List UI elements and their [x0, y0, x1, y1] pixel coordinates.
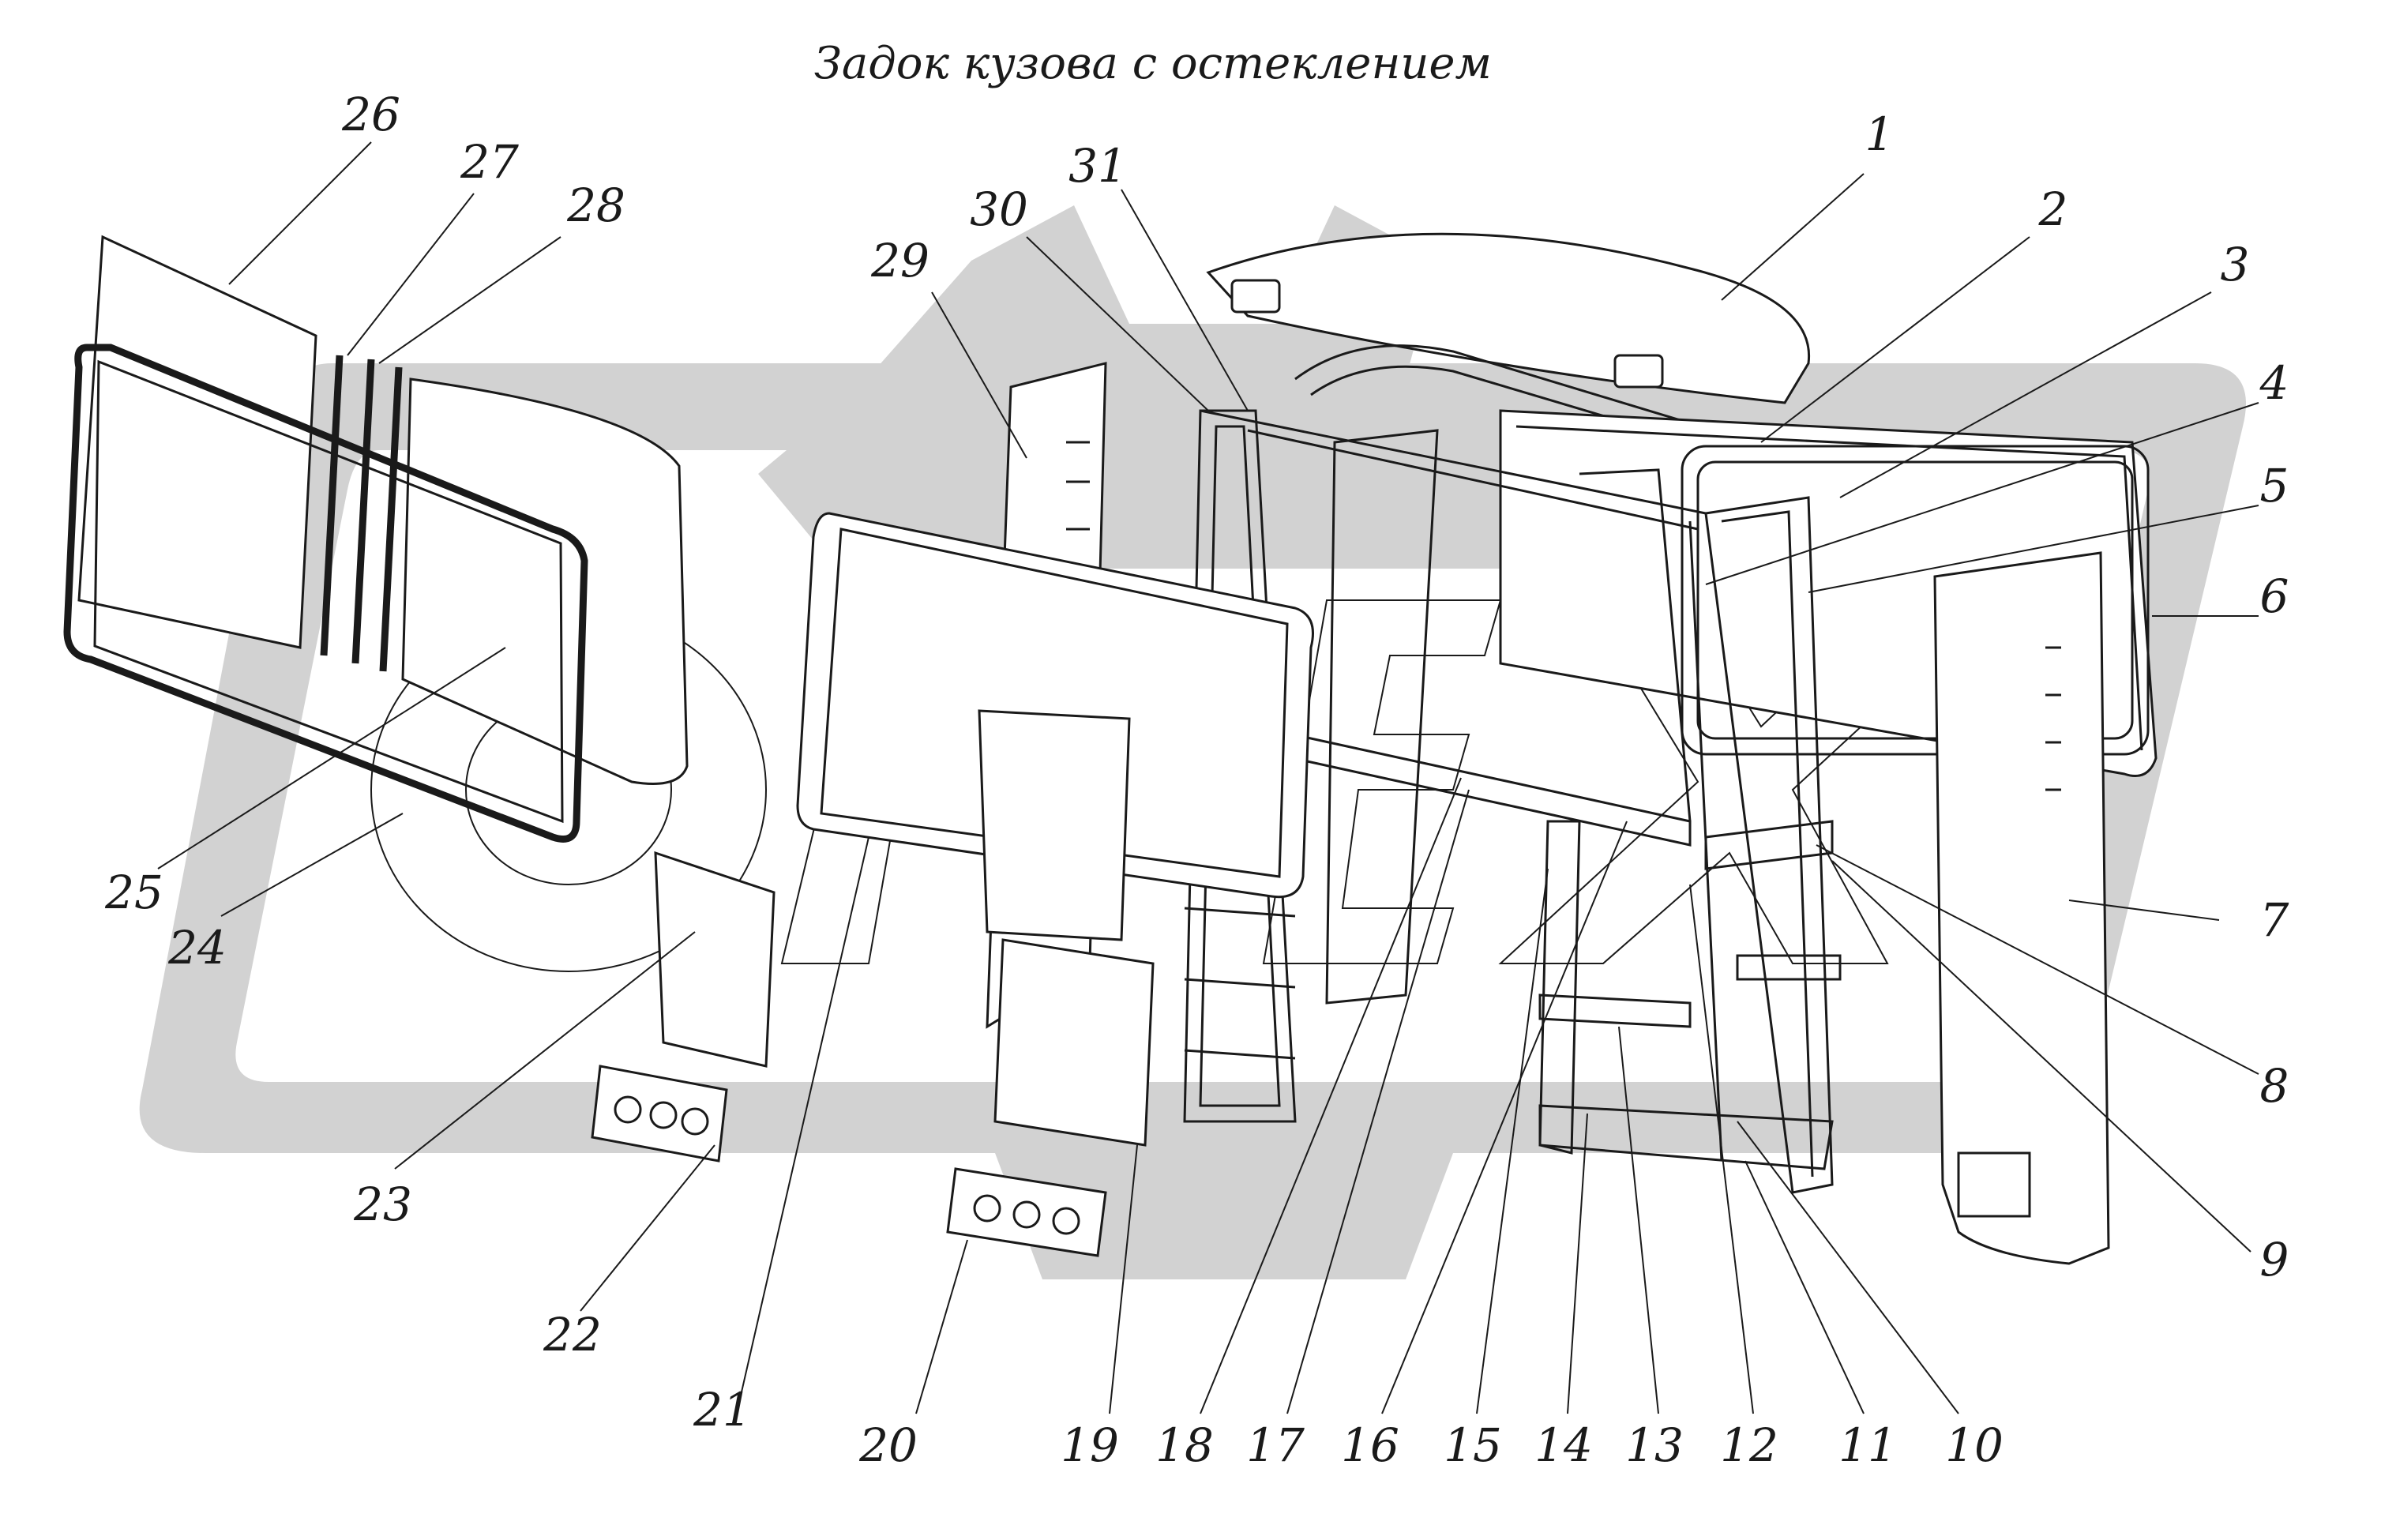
- callout-9: 9: [2260, 1233, 2289, 1286]
- side-pillar: [1933, 551, 2110, 1265]
- callout-15: 15: [1444, 1418, 1502, 1472]
- callout-31: 31: [1068, 139, 1127, 193]
- callout-25: 25: [104, 866, 163, 919]
- callout-7: 7: [2260, 893, 2289, 947]
- callout-19: 19: [1061, 1418, 1119, 1472]
- callout-17: 17: [1246, 1418, 1305, 1472]
- callout-24: 24: [167, 921, 227, 975]
- seal-strips: [320, 355, 403, 672]
- middle-window-frame: [796, 512, 1314, 899]
- diagram-title: Задок кузова с остеклением: [814, 38, 1492, 89]
- callout-2: 2: [2038, 182, 2068, 236]
- callout-11: 11: [1838, 1418, 1897, 1472]
- callout-6: 6: [2260, 569, 2289, 623]
- callout-8: 8: [2260, 1059, 2289, 1113]
- windshield-glass: [63, 235, 689, 843]
- callout-21: 21: [693, 1383, 752, 1437]
- callout-13: 13: [1625, 1418, 1684, 1472]
- callout-26: 26: [341, 88, 400, 141]
- callout-22: 22: [543, 1308, 602, 1362]
- callout-10: 10: [1945, 1418, 2004, 1472]
- callout-23: 23: [353, 1178, 412, 1231]
- callout-14: 14: [1534, 1418, 1593, 1472]
- callout-labels: 1234567891011121314151617181920212223242…: [104, 88, 2289, 1472]
- callout-28: 28: [566, 178, 625, 232]
- callout-5: 5: [2260, 459, 2289, 513]
- callout-1: 1: [1865, 107, 1895, 161]
- callout-12: 12: [1720, 1418, 1778, 1472]
- rear-frame: [1681, 445, 2150, 756]
- callout-3: 3: [2221, 238, 2250, 291]
- roof-panel: [1206, 232, 1811, 404]
- callout-30: 30: [970, 182, 1028, 236]
- callout-27: 27: [460, 135, 519, 189]
- vent-grilles: [591, 1065, 1107, 1257]
- lower-panels: [654, 709, 1155, 1147]
- callout-18: 18: [1155, 1418, 1214, 1472]
- callout-20: 20: [858, 1418, 918, 1472]
- callout-4: 4: [2259, 356, 2289, 410]
- callout-29: 29: [870, 234, 929, 287]
- callout-16: 16: [1341, 1418, 1399, 1472]
- leader-lines: [157, 141, 2259, 1414]
